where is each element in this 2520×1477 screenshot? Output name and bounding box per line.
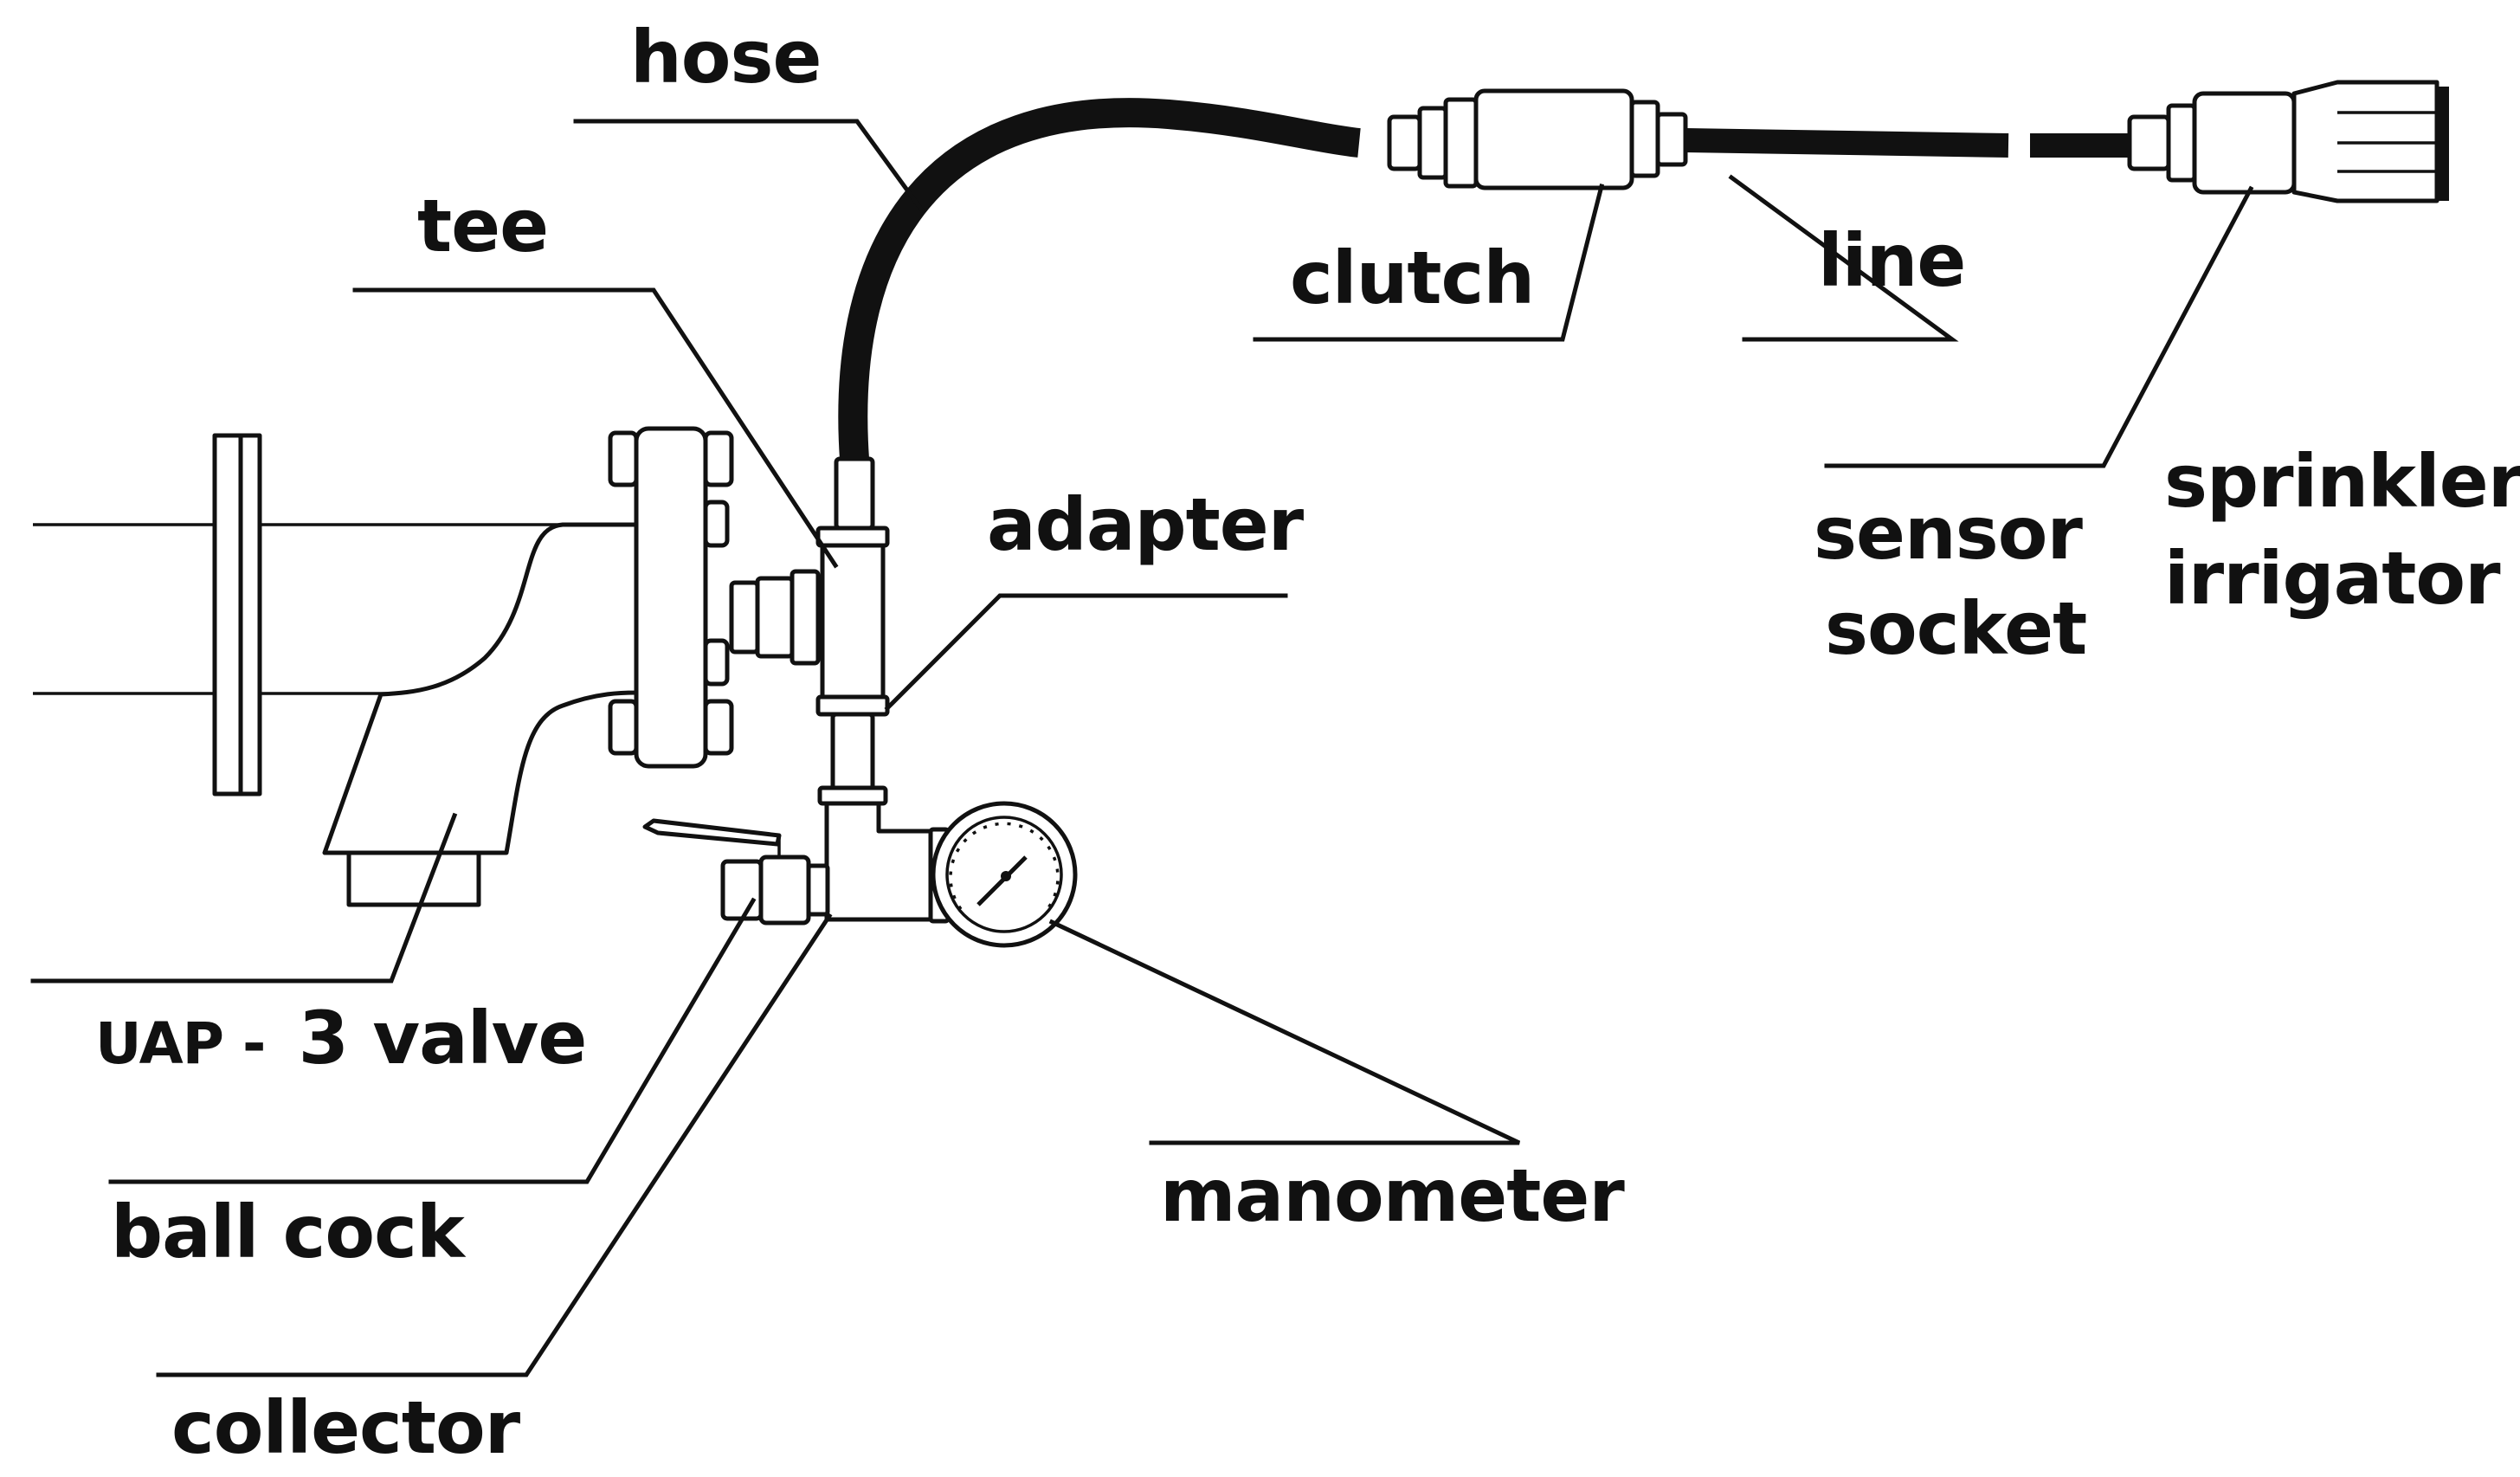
adapter-fitting	[729, 569, 821, 666]
sprinkler-irrigator	[2291, 80, 2449, 203]
label-uap3-valve: UAP - 3 valve	[95, 996, 586, 1080]
clutch-coupling	[1387, 88, 1688, 190]
label-manometer: manometer	[1160, 1153, 1625, 1238]
collector-assembly	[817, 712, 951, 924]
manometer-gauge	[931, 801, 1078, 948]
label-clutch: clutch	[1290, 235, 1534, 320]
label-collector: collector	[171, 1385, 521, 1470]
label-adapter: adapter	[987, 482, 1305, 567]
ball-cock-valve	[642, 818, 830, 926]
label-hose: hose	[630, 15, 821, 100]
label-ball-cock: ball cock	[111, 1190, 467, 1274]
label-sprinkler-line1: sprinkler	[2164, 439, 2520, 524]
label-sensor-line2: socket	[1825, 586, 2086, 671]
hose	[834, 98, 1361, 531]
label-sensor-line1: sensor	[1814, 491, 2083, 576]
line-pipe	[1685, 128, 2130, 158]
label-uap3-suffix: 3 valve	[299, 996, 587, 1080]
label-uap3-prefix: UAP -	[95, 1010, 265, 1077]
label-line: line	[1818, 218, 1965, 303]
leader-lines	[30, 119, 2254, 1377]
label-tee: tee	[417, 184, 548, 268]
uap3-valve	[322, 426, 734, 907]
sensor-socket-fitting	[2127, 91, 2297, 195]
label-sprinkler-line2: irrigator	[2164, 536, 2501, 621]
